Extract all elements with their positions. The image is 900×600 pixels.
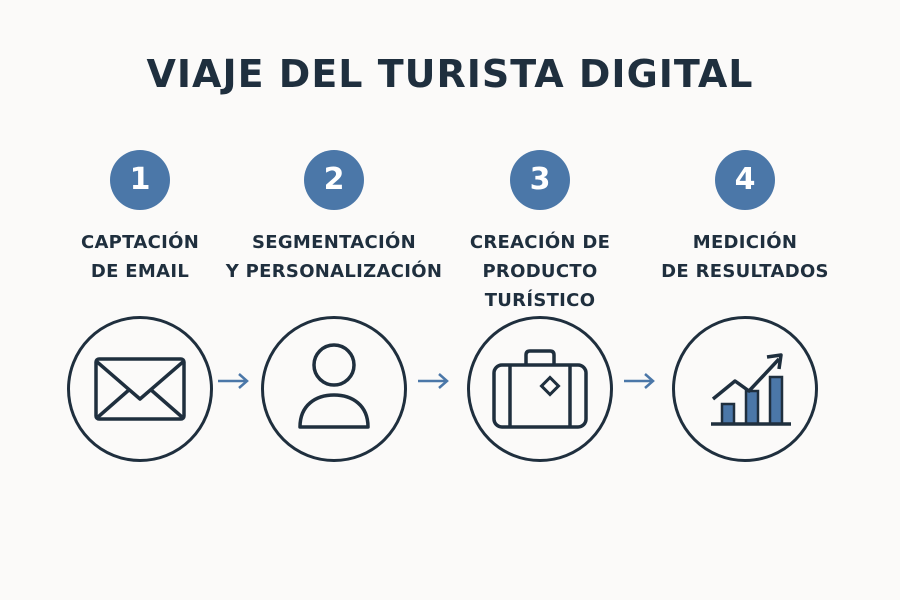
step-label-line: DE EMAIL bbox=[90, 261, 190, 282]
icon-circle bbox=[67, 316, 213, 462]
step-label-line: CAPTACIÓN bbox=[80, 232, 200, 253]
diagram-title: VIAJE DEL TURISTA DIGITAL bbox=[146, 52, 754, 96]
step-number-badge: 3 bbox=[510, 150, 570, 210]
step-number-badge: 2 bbox=[304, 150, 364, 210]
step-4: 4 MEDICIÓN DE RESULTADOS bbox=[645, 150, 845, 480]
step-label-line: SEGMENTACIÓN bbox=[252, 232, 416, 253]
arrow-icon bbox=[622, 371, 658, 391]
step-label: SEGMENTACIÓN Y PERSONALIZACIÓN bbox=[224, 228, 444, 286]
step-label: CREACIÓN DE PRODUCTO TURÍSTICO bbox=[430, 228, 650, 315]
step-number-badge: 4 bbox=[715, 150, 775, 210]
step-label-line: MEDICIÓN bbox=[692, 232, 798, 253]
arrow-icon bbox=[416, 371, 452, 391]
arrow-icon bbox=[216, 371, 252, 391]
step-label-line: Y PERSONALIZACIÓN bbox=[225, 261, 443, 282]
step-label-line: CREACIÓN DE bbox=[469, 232, 611, 253]
icon-circle bbox=[261, 316, 407, 462]
icon-circle bbox=[672, 316, 818, 462]
step-2: 2 SEGMENTACIÓN Y PERSONALIZACIÓN bbox=[226, 150, 442, 480]
step-1: 1 CAPTACIÓN DE EMAIL bbox=[40, 150, 240, 480]
step-3: 3 CREACIÓN DE PRODUCTO TURÍSTICO bbox=[440, 150, 640, 480]
step-label-line: TURÍSTICO bbox=[484, 290, 596, 311]
step-label: CAPTACIÓN DE EMAIL bbox=[30, 228, 250, 286]
step-label: MEDICIÓN DE RESULTADOS bbox=[635, 228, 855, 286]
suitcase-icon bbox=[492, 349, 588, 429]
step-label-line: PRODUCTO bbox=[482, 261, 598, 282]
step-number-badge: 1 bbox=[110, 150, 170, 210]
envelope-icon bbox=[94, 357, 186, 421]
growth-chart-icon bbox=[711, 353, 791, 426]
person-icon bbox=[298, 343, 370, 429]
icon-circle bbox=[467, 316, 613, 462]
step-label-line: DE RESULTADOS bbox=[661, 261, 829, 282]
